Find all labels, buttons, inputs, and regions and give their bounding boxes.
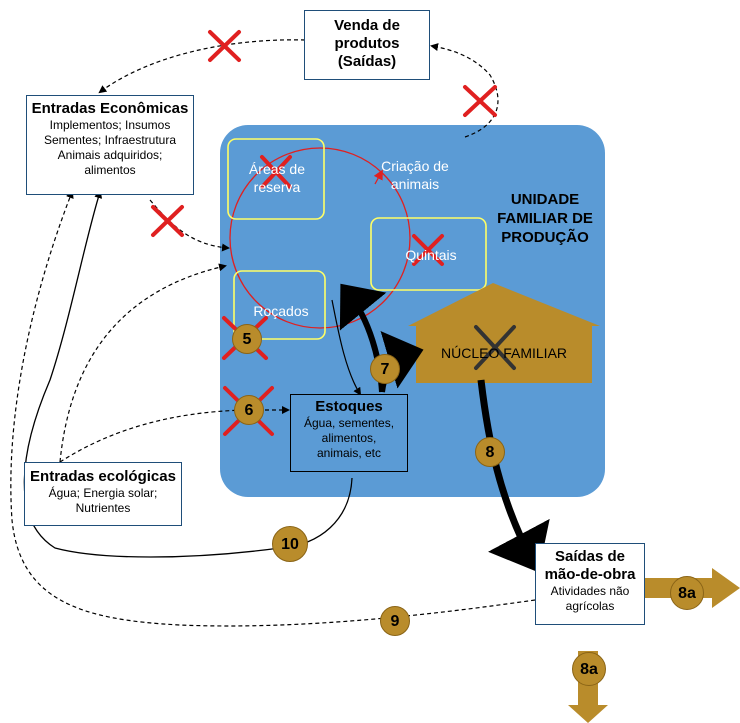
unidade-line2: FAMILIAR DE [497, 210, 593, 227]
saidas-mao-de-obra-box: Saídas de mão-de-obra Atividades não agr… [535, 543, 645, 625]
quintais-box [370, 217, 487, 291]
unidade-line3: PRODUÇÃO [501, 229, 589, 246]
flow-9-to-economic [10, 190, 536, 627]
badge-9: 9 [380, 606, 410, 636]
venda-line2: produtos [334, 35, 400, 52]
red-cross-marks [36, 30, 497, 508]
badge-8a-right: 8a [670, 576, 704, 610]
entradas-economicas-title: Entradas Econômicas [31, 100, 189, 117]
venda-line1: Venda de [334, 17, 400, 34]
nucleo-familiar-house [408, 283, 600, 383]
entradas-economicas-line: Sementes; Infraestrutura [43, 133, 177, 147]
entradas-ecologicas-box: Entradas ecológicas Água; Energia solar;… [24, 462, 182, 526]
nucleo-familiar-label: NÚCLEO FAMILIAR [440, 345, 568, 361]
production-cycle-circle [229, 147, 411, 329]
venda-line3: (Saídas) [337, 53, 397, 70]
badge-8a-down: 8a [572, 652, 606, 686]
flow-rocados-to-stock [331, 299, 362, 396]
saidas-title2: mão-de-obra [544, 566, 636, 583]
flow-ecologic-to-unit [59, 263, 227, 463]
entradas-economicas-line: Implementos; Insumos [49, 118, 171, 132]
flow-unit-to-venda [430, 43, 499, 138]
saidas-line1: Atividades não [550, 584, 630, 598]
criacao-animais-label: Criação de animais [365, 157, 465, 193]
cycle-arrowhead [373, 169, 383, 185]
badge-7: 7 [370, 354, 400, 384]
estoques-line: animais, etc [316, 446, 382, 460]
flow-economic-to-unit [149, 199, 230, 252]
badge-5: 5 [232, 324, 262, 354]
estoques-line: Água, sementes, [303, 416, 395, 430]
venda-produtos-box: Venda de produtos (Saídas) [304, 10, 430, 80]
quintais-label: Quintais [405, 247, 457, 263]
areas-line1: Áreas de [248, 161, 306, 177]
criacao-line1: Criação de [381, 158, 449, 174]
entradas-economicas-line: alimentos [84, 163, 136, 177]
estoques-title: Estoques [315, 398, 383, 415]
rocados-label: Roçados [253, 303, 309, 319]
entradas-ecologicas-title: Entradas ecológicas [30, 468, 176, 485]
areas-reserva-box [227, 138, 325, 220]
badge-6: 6 [234, 395, 264, 425]
flow-8-nucleo-to-saidas [477, 379, 550, 573]
flow-ecologic-to-stock [59, 409, 246, 463]
saidas-title1: Saídas de [554, 548, 626, 565]
criacao-line2: animais [390, 176, 440, 192]
areas-line2: reserva [253, 179, 301, 195]
estoques-box: Estoques Água, sementes, alimentos, anim… [290, 394, 408, 472]
entradas-ecologicas-line2: Nutrientes [75, 501, 131, 515]
unidade-line1: UNIDADE [510, 191, 580, 208]
badge-8: 8 [475, 437, 505, 467]
saidas-line2: agrícolas [565, 599, 615, 613]
estoques-line: alimentos, [321, 431, 377, 445]
dark-cross-mark [474, 325, 516, 370]
flow-entradas-to-venda [98, 39, 306, 94]
rocados-box [233, 270, 326, 340]
entradas-ecologicas-line1: Água; Energia solar; [48, 486, 158, 500]
badge-10: 10 [272, 526, 308, 562]
entradas-economicas-box: Entradas Econômicas Implementos; Insumos… [26, 95, 194, 195]
unidade-familiar-label: UNIDADE FAMILIAR DE PRODUÇÃO [485, 190, 605, 247]
areas-reserva-label: Áreas de reserva [232, 160, 322, 196]
entradas-economicas-line: Animais adquiridos; [57, 148, 163, 162]
